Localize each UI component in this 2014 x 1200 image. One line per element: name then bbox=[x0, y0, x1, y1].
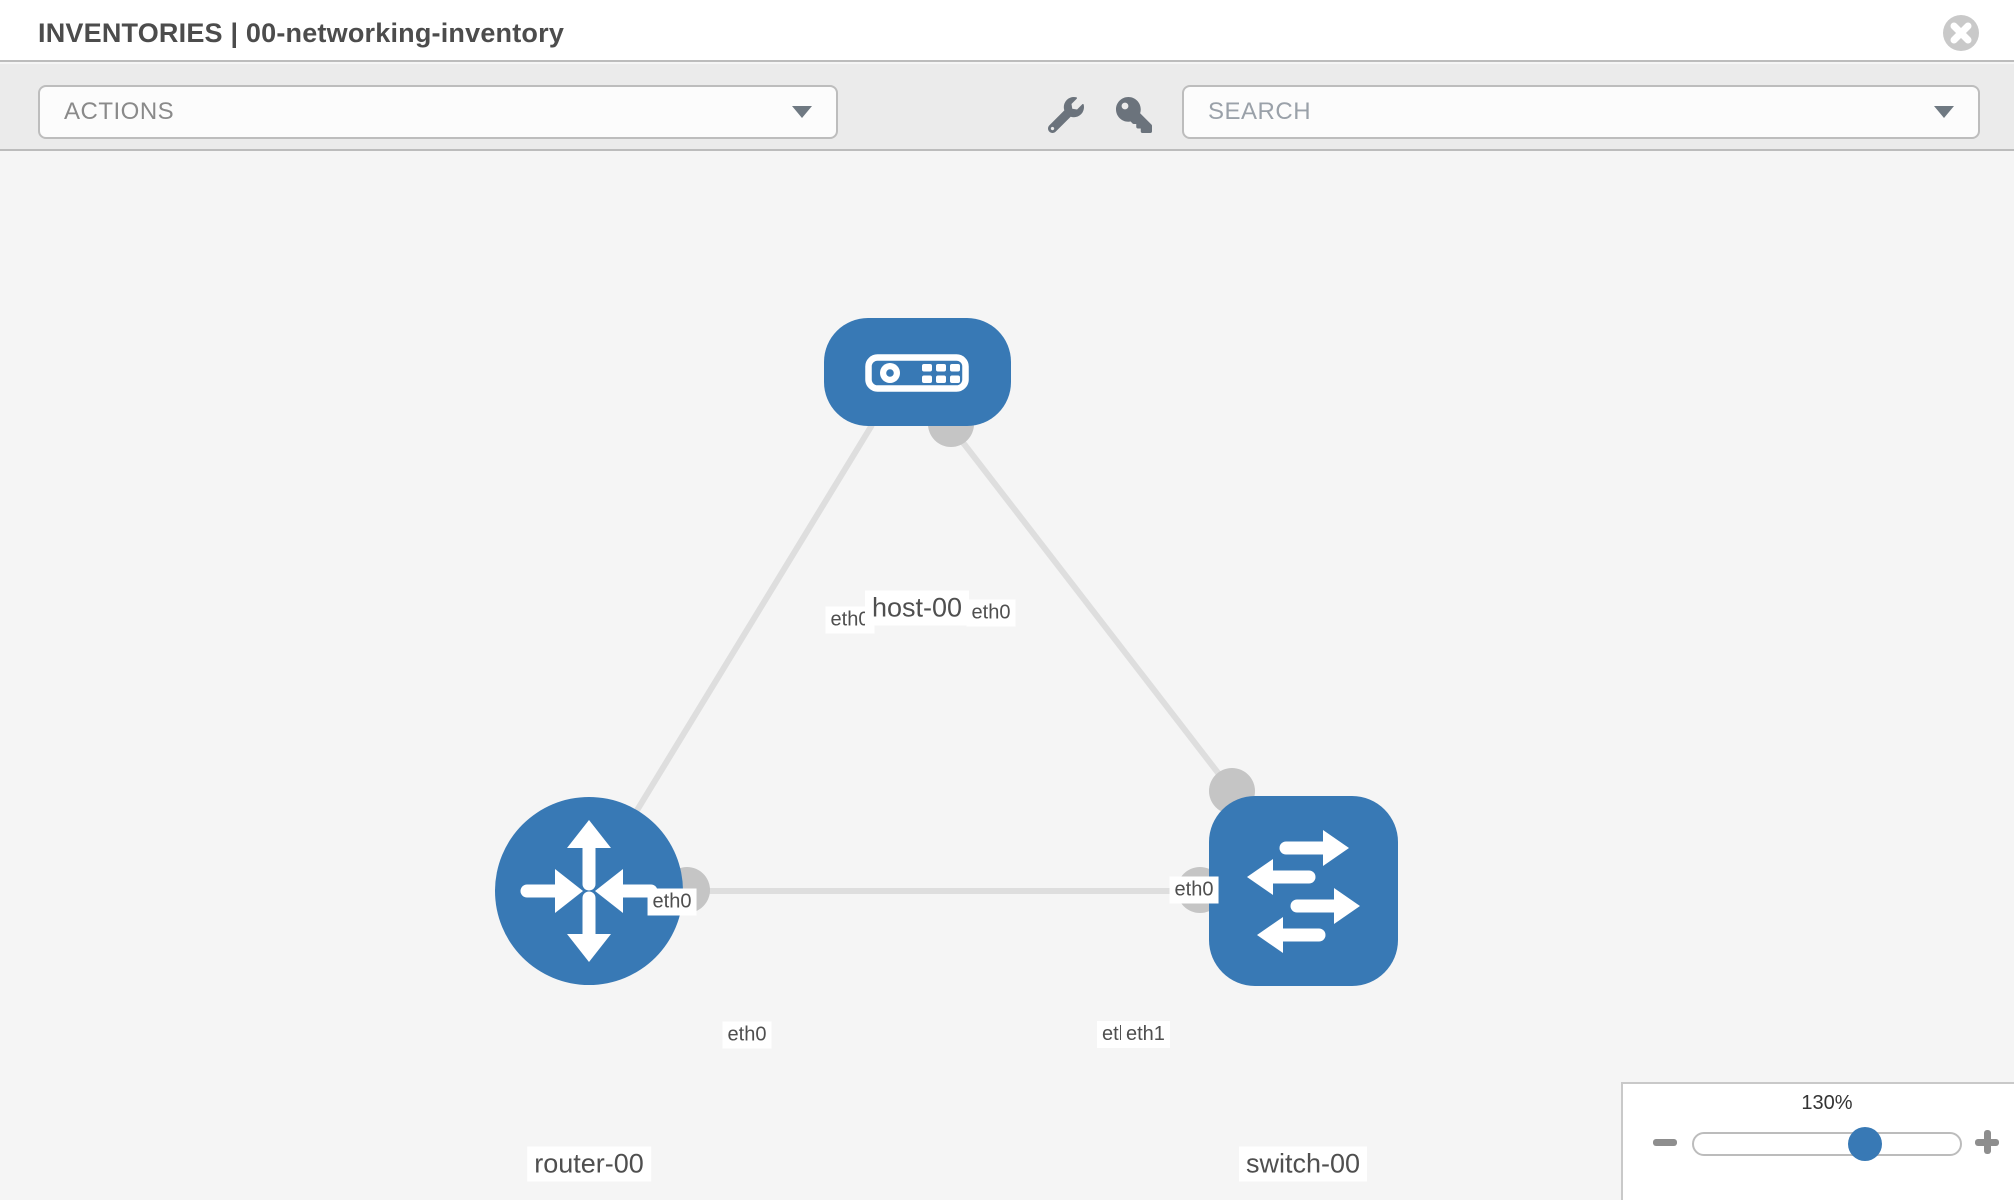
interface-label-switch-eth0: eth0 bbox=[1169, 876, 1219, 904]
toolbar: ACTIONS SEARCH bbox=[0, 64, 2014, 151]
link-switch-host[interactable] bbox=[948, 425, 1235, 793]
node-host-00[interactable] bbox=[824, 318, 1011, 426]
key-icon bbox=[1116, 97, 1152, 133]
actions-dropdown-label: ACTIONS bbox=[64, 98, 175, 125]
close-icon bbox=[1943, 15, 1979, 51]
chevron-down-icon bbox=[1934, 106, 1954, 118]
configure-button[interactable] bbox=[1047, 97, 1084, 134]
page-title: INVENTORIES | 00-networking-inventory bbox=[38, 18, 565, 48]
header: INVENTORIES | 00-networking-inventory bbox=[0, 0, 2014, 62]
wrench-icon bbox=[1047, 97, 1084, 134]
zoom-out-button[interactable] bbox=[1653, 1139, 1677, 1146]
zoom-level-value: 130% bbox=[1801, 1092, 1853, 1114]
router-icon bbox=[520, 820, 658, 962]
chevron-down-icon bbox=[792, 106, 812, 118]
switch-icon bbox=[1247, 830, 1360, 953]
zoom-slider-track[interactable] bbox=[1692, 1132, 1962, 1156]
actions-dropdown[interactable]: ACTIONS bbox=[38, 85, 838, 139]
interface-label-router-eth0: eth0 bbox=[647, 888, 697, 916]
node-switch-00[interactable] bbox=[1209, 796, 1398, 986]
topology-canvas[interactable]: host-00 router-00 switch-00 eth0 eth0 et… bbox=[0, 151, 2014, 1200]
zoom-panel: 130% bbox=[1621, 1082, 2014, 1200]
host-icon bbox=[865, 354, 969, 392]
zoom-slider-thumb[interactable] bbox=[1848, 1127, 1882, 1161]
interface-label-switch-eth1: eth1 bbox=[1121, 1021, 1170, 1048]
node-label-router: router-00 bbox=[527, 1146, 651, 1182]
search-dropdown[interactable]: SEARCH bbox=[1182, 85, 1980, 139]
node-label-switch: switch-00 bbox=[1238, 1146, 1368, 1182]
node-router-00[interactable] bbox=[495, 797, 683, 985]
interface-label-overlap: eth0 eth1 bbox=[1097, 1021, 1171, 1049]
node-label-host: host-00 bbox=[864, 590, 970, 626]
search-dropdown-label: SEARCH bbox=[1208, 98, 1312, 125]
interface-label-host-eth0-right: eth0 bbox=[966, 599, 1016, 627]
close-button[interactable] bbox=[1942, 14, 1980, 52]
zoom-in-button[interactable] bbox=[1975, 1130, 1999, 1154]
interface-label-router-eth0-link: eth0 bbox=[722, 1021, 772, 1049]
credentials-button[interactable] bbox=[1116, 97, 1152, 133]
